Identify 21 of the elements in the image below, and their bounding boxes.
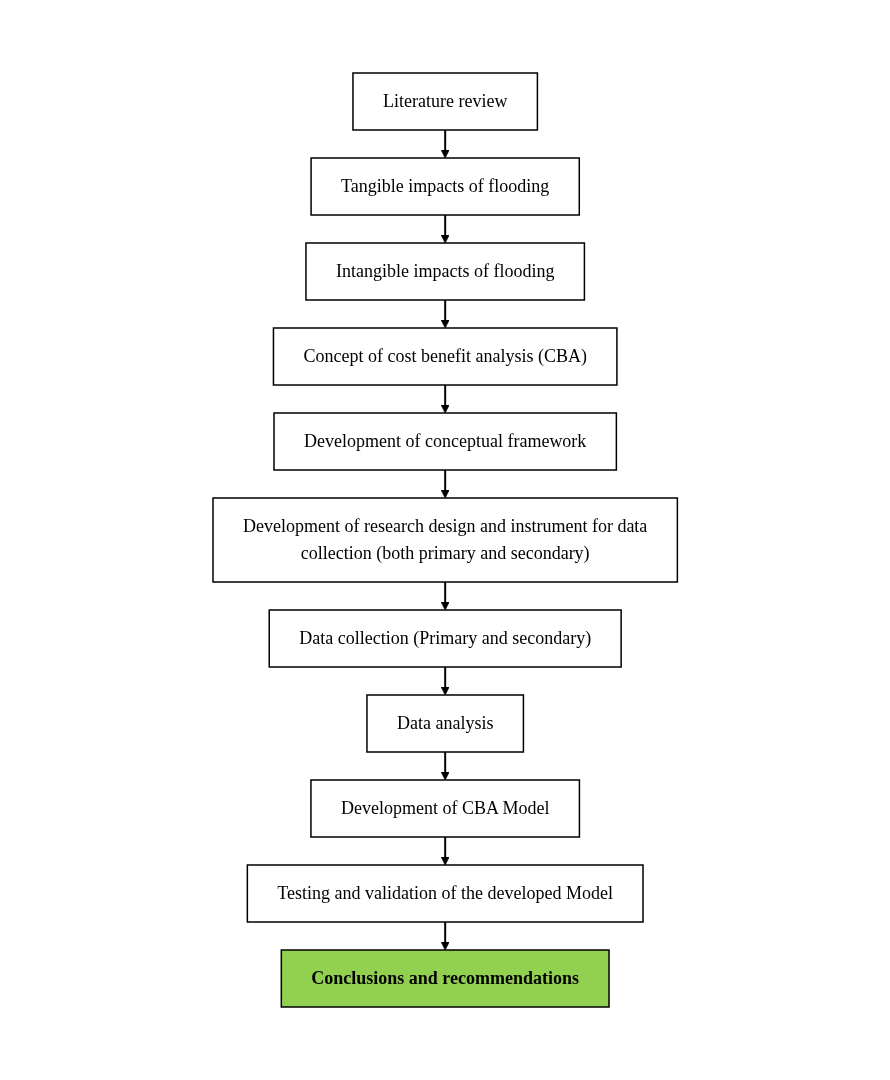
node-box: Data analysis xyxy=(366,694,524,753)
node-box: Intangible impacts of flooding xyxy=(305,242,585,301)
arrow xyxy=(440,581,450,611)
arrow xyxy=(440,299,450,329)
arrow xyxy=(440,666,450,696)
node-box: Tangible impacts of flooding xyxy=(310,157,580,216)
arrow xyxy=(440,384,450,414)
node-box: Development of conceptual framework xyxy=(273,412,617,471)
arrow xyxy=(440,214,450,244)
arrow xyxy=(440,469,450,499)
node-box: Data collection (Primary and secondary) xyxy=(268,609,622,668)
arrow xyxy=(440,129,450,159)
arrow xyxy=(440,836,450,866)
arrow xyxy=(440,751,450,781)
arrow xyxy=(440,921,450,951)
node-box: Development of research design and instrument for data collection (both primary and secondary) xyxy=(212,497,678,583)
node-box: Testing and validation of the developed Model xyxy=(246,864,644,923)
node-box: Conclusions and recommendations xyxy=(280,949,610,1008)
node-box: Development of CBA Model xyxy=(310,779,580,838)
node-box: Literature review xyxy=(352,72,538,131)
node-box: Concept of cost benefit analysis (CBA) xyxy=(272,327,618,386)
